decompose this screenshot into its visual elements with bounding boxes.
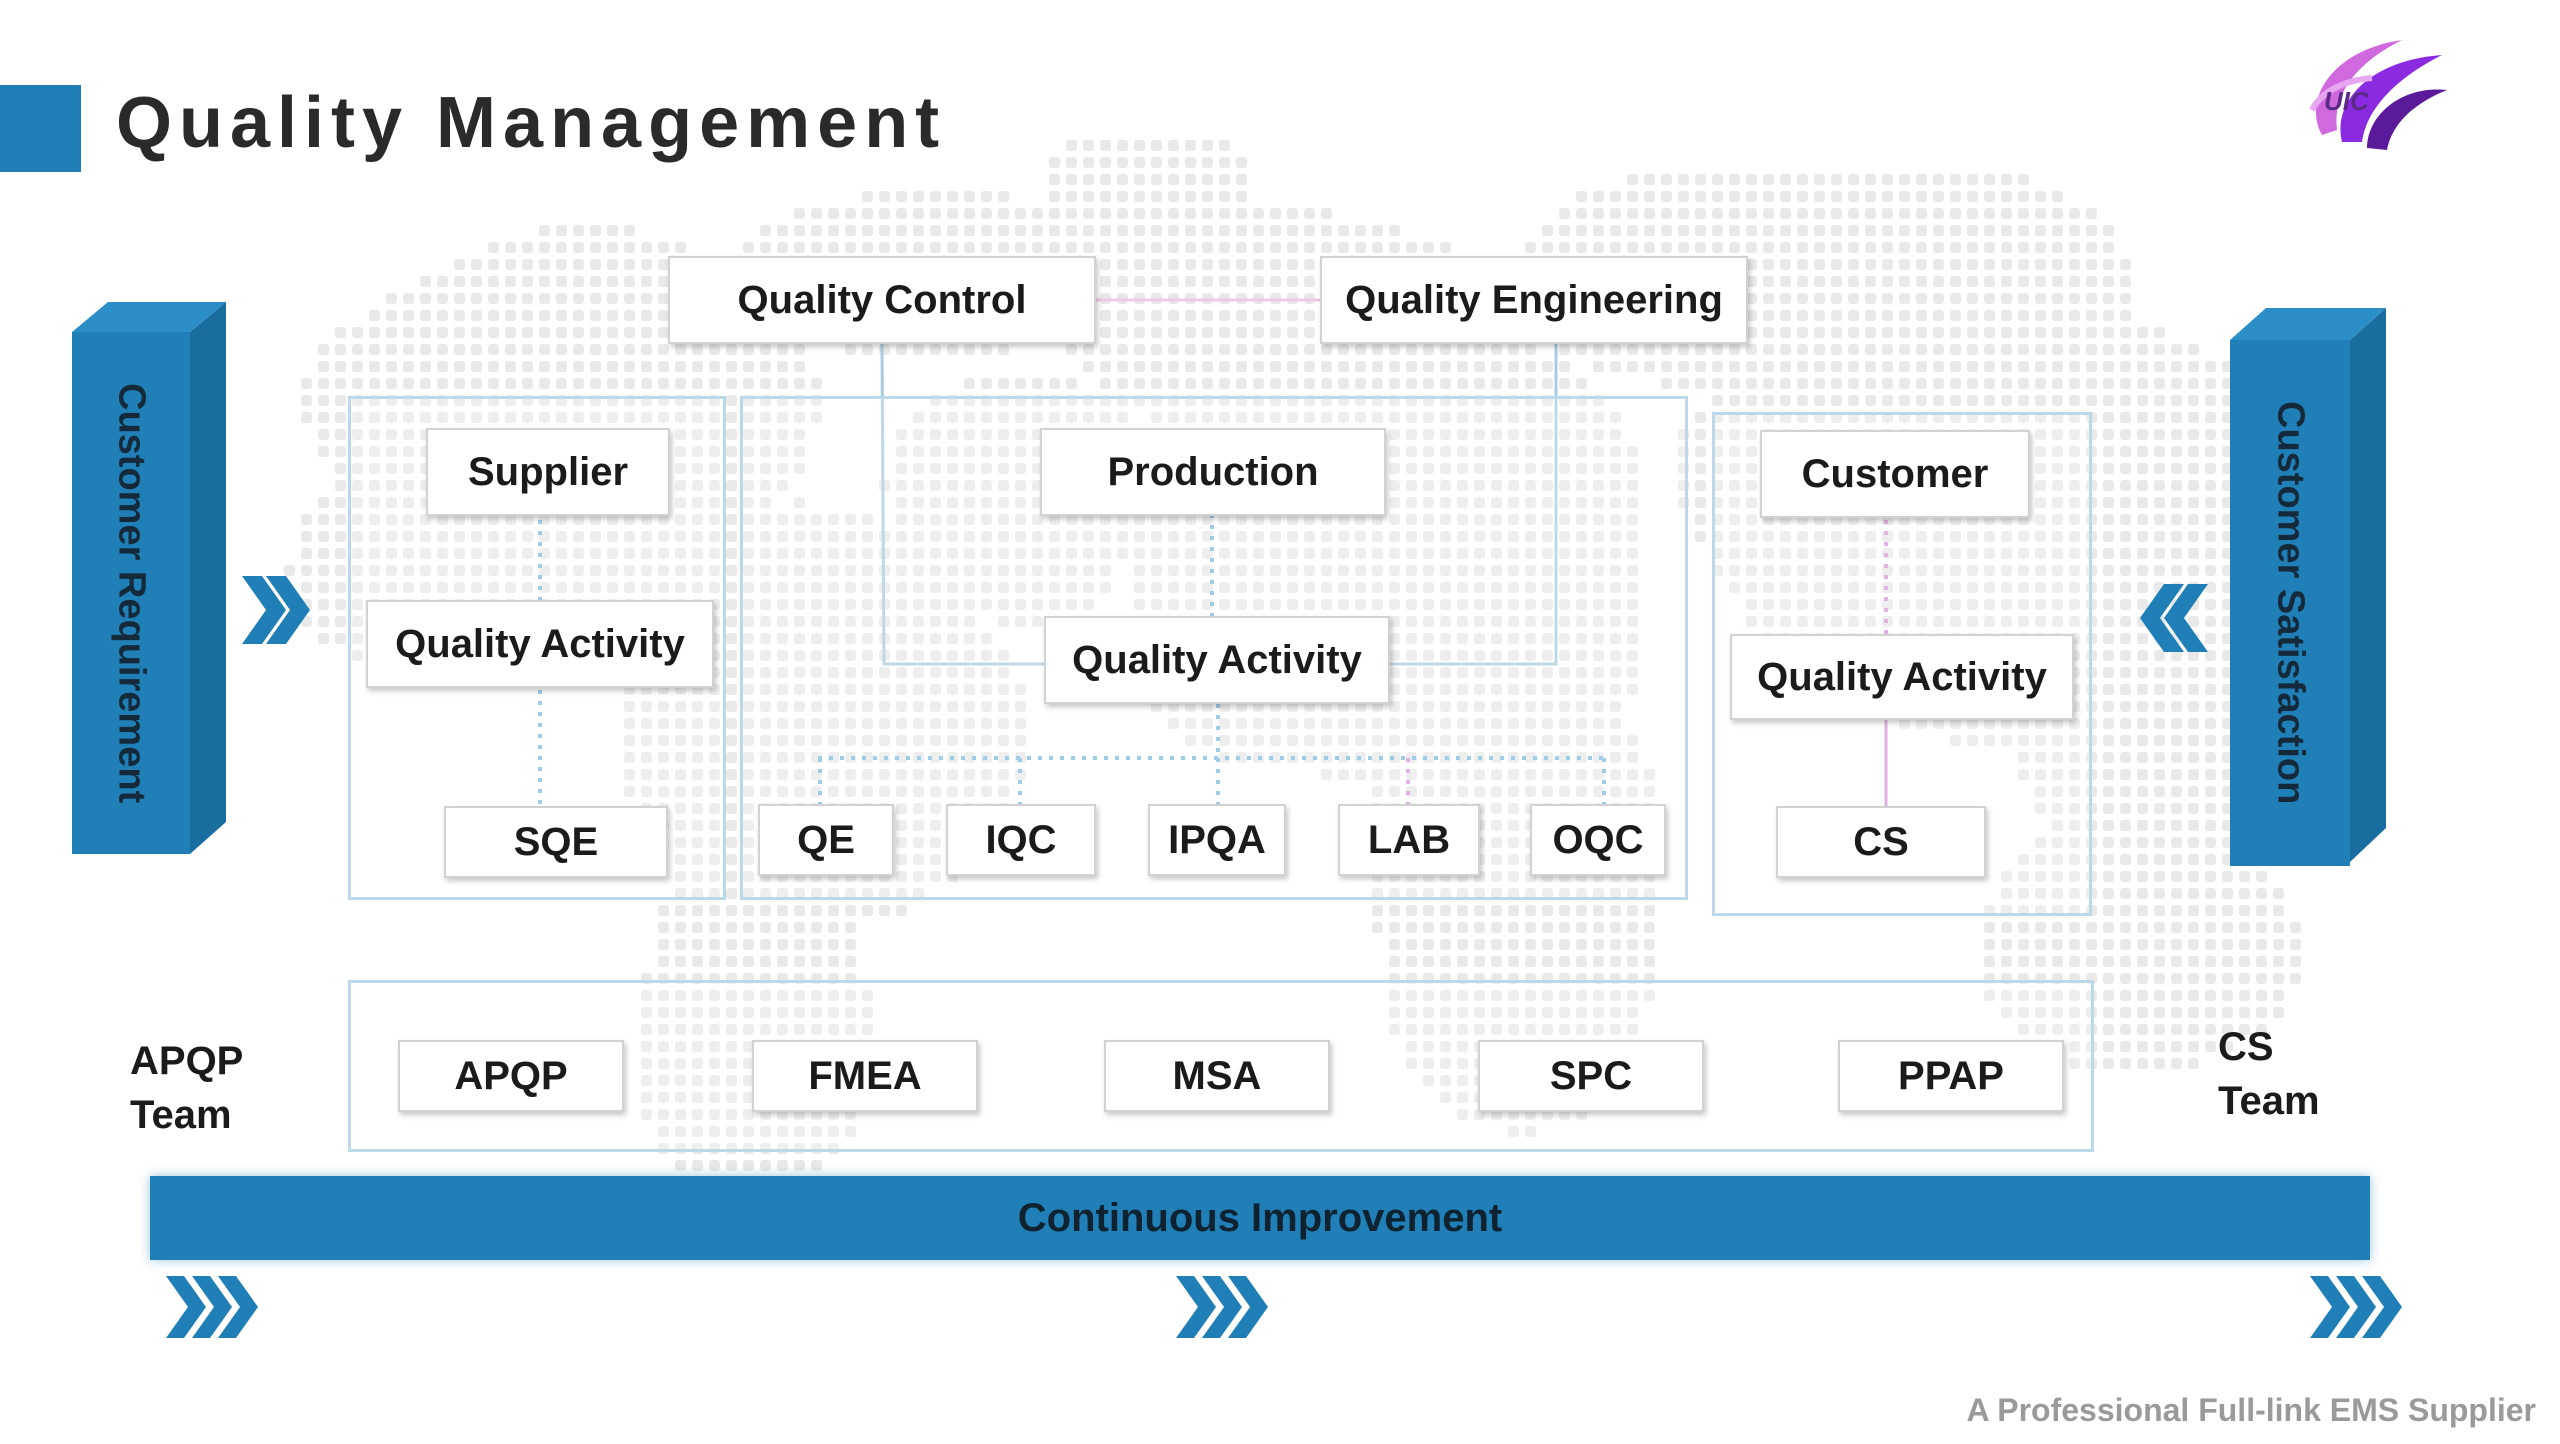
footer-tagline: A Professional Full-link EMS Supplier bbox=[1966, 1392, 2536, 1428]
bottom-right-triple-chevron-icon bbox=[2310, 1276, 2402, 1338]
apqp-team-line-2: Team bbox=[130, 1093, 232, 1137]
oqc-box: OQC bbox=[1530, 804, 1666, 876]
tool-msa-box: MSA bbox=[1104, 1040, 1330, 1112]
company-logo bbox=[2309, 40, 2447, 150]
tool-apqp-box: APQP bbox=[398, 1040, 624, 1112]
iqc-box: IQC bbox=[946, 804, 1096, 876]
logo-text: UIC bbox=[2324, 86, 2369, 116]
customer-satisfaction-label: Customer Satisfaction bbox=[2269, 401, 2312, 805]
left-pillar-3d bbox=[72, 302, 226, 854]
title-accent-bar bbox=[0, 85, 81, 172]
quality-control-box: Quality Control bbox=[668, 256, 1096, 344]
supplier-quality-activity-box: Quality Activity bbox=[366, 600, 714, 688]
right-chevron-left-icon bbox=[2140, 584, 2208, 652]
apqp-team-label: APQP Team bbox=[130, 1034, 243, 1142]
production-quality-activity-box: Quality Activity bbox=[1044, 616, 1390, 704]
qe-box: QE bbox=[758, 804, 894, 876]
ipqa-box: IPQA bbox=[1148, 804, 1286, 876]
quality-engineering-box: Quality Engineering bbox=[1320, 256, 1748, 344]
left-chevron-right-icon bbox=[242, 576, 310, 644]
cs-team-line-1: CS bbox=[2218, 1025, 2274, 1069]
qe-to-activity-line bbox=[1388, 344, 1558, 666]
cs-team-label: CS Team bbox=[2218, 1020, 2320, 1128]
continuous-improvement-bar: Continuous Improvement bbox=[150, 1176, 2370, 1260]
sqe-box: SQE bbox=[444, 806, 668, 878]
supplier-box: Supplier bbox=[426, 428, 670, 516]
right-pillar-3d bbox=[2230, 308, 2386, 862]
bottom-left-triple-chevron-icon bbox=[166, 1276, 258, 1338]
cs-team-line-2: Team bbox=[2218, 1079, 2320, 1123]
customer-quality-activity-box: Quality Activity bbox=[1730, 634, 2074, 720]
page-title: Quality Management bbox=[116, 83, 947, 163]
qc-to-activity-line bbox=[880, 343, 1044, 666]
cs-box: CS bbox=[1776, 806, 1986, 878]
lab-box: LAB bbox=[1338, 804, 1480, 876]
bottom-middle-triple-chevron-icon bbox=[1176, 1276, 1268, 1338]
customer-requirement-pillar: Customer Requirement bbox=[72, 332, 190, 854]
apqp-team-line-1: APQP bbox=[130, 1039, 244, 1083]
tool-ppap-box: PPAP bbox=[1838, 1040, 2064, 1112]
customer-satisfaction-pillar: Customer Satisfaction bbox=[2230, 340, 2350, 866]
production-box: Production bbox=[1040, 428, 1386, 516]
customer-requirement-label: Customer Requirement bbox=[110, 382, 153, 804]
tool-fmea-box: FMEA bbox=[752, 1040, 978, 1112]
customer-box: Customer bbox=[1760, 430, 2030, 518]
tool-spc-box: SPC bbox=[1478, 1040, 1704, 1112]
